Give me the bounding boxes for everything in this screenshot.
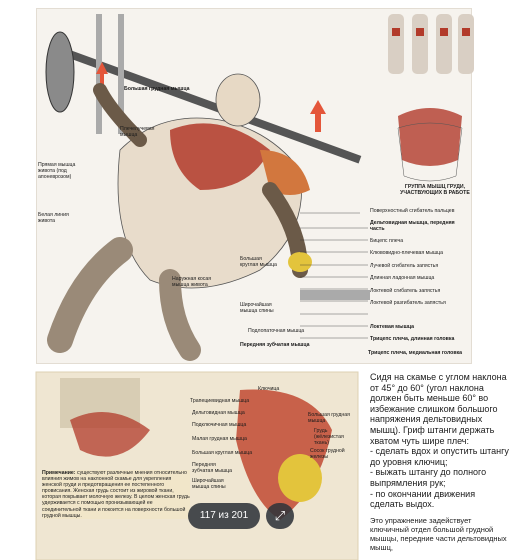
label-white-line: Белая линия живота <box>38 212 69 224</box>
label-nipple: Сосок грудной железы <box>310 448 345 460</box>
left-leg <box>47 237 133 353</box>
up-arrow-icon <box>96 62 108 92</box>
breast-gland <box>278 454 322 502</box>
label-rectus-abdominis: Прямая мышца живота (под апоневрозом) <box>38 162 76 180</box>
label-subscapularis: Подлопаточная мышца <box>248 328 305 334</box>
label-teres: Большая круглая мышца <box>240 256 277 268</box>
label-pec-minor: Малая грудная мышца <box>192 436 247 442</box>
label-elbow-muscle: Локтевая мышца <box>370 324 415 330</box>
label-triceps-long: Трицепс плеча, длинная головка <box>370 336 455 342</box>
label-ext-carpi-radialis: Локтевой сгибатель запястья <box>370 288 441 294</box>
label-radial-flexor: Лучевой сгибатель запястья <box>370 263 439 269</box>
description-paragraph-2: Это упражнение задействует ключичный отд… <box>370 515 507 552</box>
label-pectoralis-major: Большая грудная мышца <box>124 86 190 92</box>
label-oblique: Наружная косая мышца живота <box>172 276 212 288</box>
page-counter[interactable]: 117 из 201 <box>188 503 260 529</box>
female-chest-small <box>70 412 150 457</box>
note-title: Примечание: <box>42 470 76 476</box>
label-lat-bottom: Широчайшая мышца спины <box>192 478 226 490</box>
label-big-round: Большая круглая мышца <box>192 450 253 456</box>
expand-icon: ⤢ <box>274 508 286 523</box>
pectoral-muscle <box>170 123 270 190</box>
label-biceps: Бицепс плеча <box>370 238 404 244</box>
note-body: существуют различные мнения относительно… <box>42 470 190 519</box>
label-chest-group: ГРУППА МЫШЦ ГРУДИ, УЧАСТВУЮЩИХ В РАБОТЕ <box>400 184 470 196</box>
label-lat: Широчайшая мышца спины <box>240 302 274 314</box>
label-clavicle: Ключица <box>258 386 280 392</box>
label-subclavian: Подключичная мышца <box>192 422 247 428</box>
label-trapezius: Трапециевидная мышца <box>190 398 250 404</box>
small-figures <box>388 14 474 74</box>
up-arrow-icon <box>310 100 326 132</box>
label-coracobrachialis: Клювовидно-плечевая мышца <box>370 250 443 256</box>
chest-detail <box>398 108 462 166</box>
description-paragraph: Сидя на скамье с углом наклона от 45° до… <box>370 372 507 446</box>
label-pec-major: Большая грудная мышца <box>308 412 350 424</box>
label-finger-flexor: Поверхностный сгибатель пальцев <box>370 208 455 214</box>
barbell-plate-left <box>45 31 75 113</box>
label-triceps-medial: Трицепс плеча, медиальная головка <box>368 350 463 356</box>
barbell-bar <box>67 49 362 164</box>
description-bullet: - выжать штангу до полного выпрямления р… <box>370 467 487 488</box>
label-ext-carpi-ulnaris: Локтевой разгибатель запястья <box>370 300 446 306</box>
elbow-highlight <box>288 252 312 272</box>
label-deltoid: Дельтовидная мышца <box>192 410 245 416</box>
label-gland: Грудь (жёлезистая ткань) <box>314 428 344 446</box>
label-long-palmar: Длинная ладонная мышца <box>370 275 435 281</box>
head <box>215 73 261 127</box>
rack-post <box>118 14 124 134</box>
expand-button[interactable]: ⤢ <box>266 503 294 529</box>
description-text: Сидя на скамье с углом наклона от 45° до… <box>370 372 510 552</box>
bench <box>300 290 370 300</box>
label-deltoid-front: Дельтовидная мышца, передняя часть <box>370 220 455 232</box>
label-serratus-bottom: Передняя зубчатая мышца <box>192 462 233 474</box>
label-brachioradialis: Плечелучевая мышца <box>120 126 155 138</box>
left-arm <box>93 83 147 147</box>
description-bullet: - сделать вдох и опустить штангу до уров… <box>370 446 509 467</box>
note-box: Примечание: существуют различные мнения … <box>42 470 190 519</box>
right-leg <box>159 269 201 361</box>
label-serratus: Передняя зубчатая мышца <box>240 342 310 348</box>
description-bullet: - по окончании движения сделать выдох. <box>370 488 476 510</box>
